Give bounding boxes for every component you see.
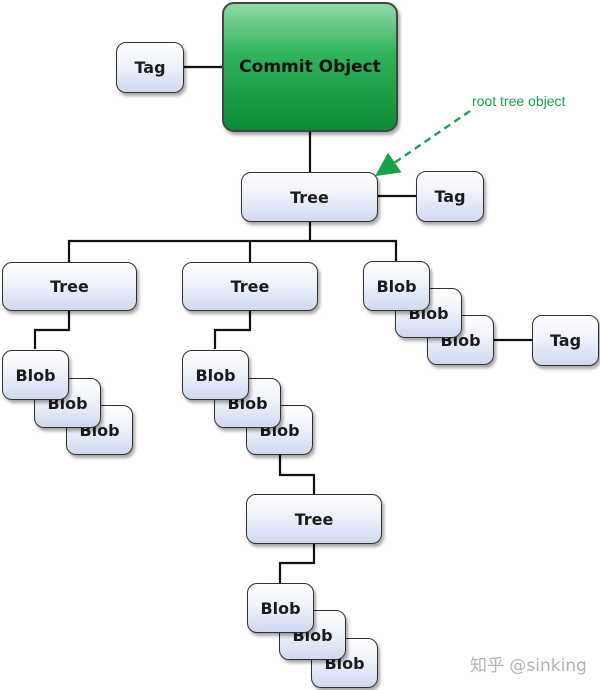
- root-tree-node: Tree: [241, 172, 378, 222]
- tree-label: Tree: [294, 509, 334, 529]
- blob-label: Blob: [195, 365, 236, 385]
- midblob-nestedtree-line: [278, 455, 316, 494]
- tag-label: Tag: [549, 331, 582, 350]
- tree-label: Tree: [290, 187, 329, 207]
- blob-label: Blob: [376, 276, 417, 296]
- blob-label: Blob: [15, 365, 56, 385]
- root-tree-arrow: [375, 110, 471, 177]
- blob-node-nested-1: Blob: [247, 583, 314, 633]
- root-tree-annotation: root tree object: [472, 93, 566, 109]
- tree-label: Tree: [50, 277, 89, 296]
- tag-label: Tag: [134, 58, 166, 77]
- watermark-text: 知乎 @sinking: [470, 656, 587, 676]
- blob-label: Blob: [260, 598, 301, 618]
- tree-node-middle: Tree: [182, 262, 318, 311]
- blob-node-left-1: Blob: [2, 350, 69, 400]
- midtree-blob-line: [213, 311, 252, 349]
- tree-node-nested: Tree: [246, 494, 382, 544]
- lefttree-blob-line: [33, 311, 71, 349]
- tag-node-root-tree: Tag: [416, 171, 484, 222]
- tag-node-blob: Tag: [532, 315, 599, 366]
- commit-object-label: Commit Object: [239, 57, 381, 77]
- tag-node-commit: Tag: [116, 42, 184, 93]
- blob-node-right-1: Blob: [363, 261, 430, 311]
- children-bus-line: [67, 239, 398, 262]
- blob-node-middle-1: Blob: [182, 350, 249, 400]
- tree-label: Tree: [230, 277, 270, 296]
- nestedtree-blob-line: [278, 544, 316, 583]
- tag-label: Tag: [434, 187, 466, 206]
- commit-object-node: Commit Object: [222, 2, 398, 132]
- tree-node-left: Tree: [2, 262, 137, 311]
